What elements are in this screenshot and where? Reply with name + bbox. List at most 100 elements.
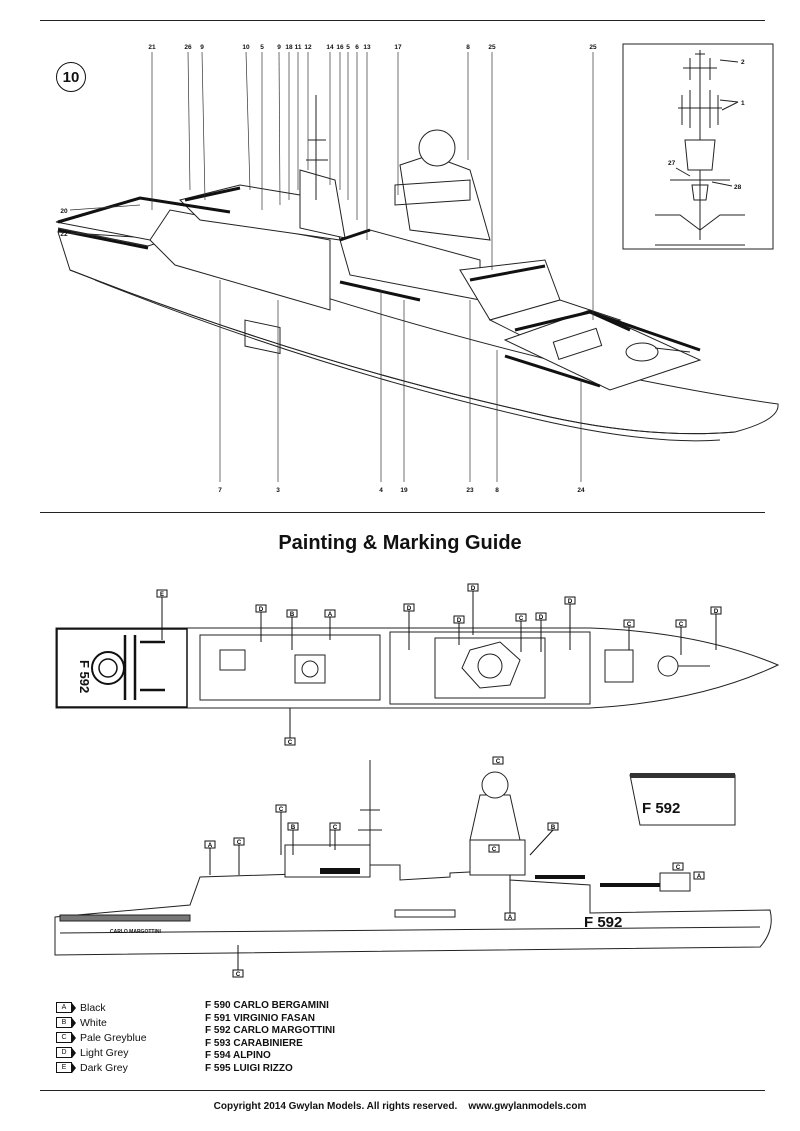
guide-title: Painting & Marking Guide — [278, 532, 522, 554]
step-number: 10 — [56, 62, 86, 92]
callout-top-5: 5 — [260, 44, 264, 51]
legend-tag-E: E — [56, 1062, 76, 1073]
legend-label-dark-grey: Dark Grey — [80, 1061, 128, 1074]
mid-rule — [40, 512, 765, 513]
legend-tag-D: D — [56, 1047, 76, 1058]
svg-text:D: D — [471, 586, 476, 592]
callout-top-17: 25 — [488, 44, 496, 51]
callout-top-3: 9 — [200, 44, 204, 51]
svg-text:A: A — [508, 915, 513, 921]
callout-top-16: 8 — [466, 44, 470, 51]
inset-callout-3: 27 — [668, 160, 676, 167]
side-profile-drawing: F 592 CARLO MARGOTTINI A C C B C C C B A… — [54, 756, 772, 978]
svg-text:B: B — [291, 825, 296, 831]
callout-top-14: 13 — [363, 44, 371, 51]
plan-tag-C-3: C — [675, 619, 687, 655]
profile-tag-C-3: C — [329, 822, 341, 850]
legend-row-dark-grey: E Dark Grey — [56, 1060, 147, 1075]
svg-text:C: C — [333, 825, 338, 831]
profile-tag-C-2: C — [275, 804, 287, 855]
profile-ship-name: CARLO MARGOTTINI — [110, 929, 161, 935]
profile-tag-C-5: C — [488, 844, 500, 853]
bottom-rule — [40, 1090, 765, 1091]
copyright: Copyright 2014 Gwylan Models. All rights… — [213, 1101, 587, 1112]
callout-top-7: 18 — [285, 44, 293, 51]
svg-text:C: C — [676, 865, 681, 871]
profile-tag-C-7: C — [232, 945, 244, 978]
callout-bottom-1: 7 — [218, 487, 222, 494]
svg-text:D: D — [457, 618, 462, 624]
callout-top-4: 10 — [242, 44, 250, 51]
profile-tag-C-6: C — [672, 862, 684, 871]
profile-hull-number: F 592 — [584, 914, 622, 931]
isometric-ship-drawing: 21 26 9 10 5 9 18 11 12 14 16 5 6 13 17 … — [55, 43, 779, 494]
callout-top-12: 5 — [346, 44, 350, 51]
callout-top-15: 17 — [394, 44, 402, 51]
ship-item: F 594 ALPINO — [205, 1050, 271, 1061]
callout-top-18: 25 — [589, 44, 597, 51]
svg-text:B: B — [290, 612, 295, 618]
legend-label-pale-greyblue: Pale Greyblue — [80, 1031, 147, 1044]
legend-row-white: B White — [56, 1015, 147, 1030]
plan-view-drawing: F 592 E D B A D D D C D D C C D C — [55, 583, 780, 746]
svg-text:C: C — [492, 847, 497, 853]
plan-tag-D-7: D — [710, 606, 722, 650]
svg-text:C: C — [627, 622, 632, 628]
svg-text:A: A — [208, 843, 213, 849]
profile-tag-A-2: A — [504, 875, 516, 921]
profile-tag-A-3: A — [693, 871, 705, 880]
callout-top-10: 14 — [326, 44, 334, 51]
callout-bottom-6: 8 — [495, 487, 499, 494]
plan-hull-number: F 592 — [77, 660, 92, 693]
ship-item: F 590 CARLO BERGAMINI — [205, 1000, 329, 1011]
callout-bottom-7: 24 — [577, 487, 585, 494]
svg-text:C: C — [496, 759, 501, 765]
svg-text:C: C — [236, 972, 241, 978]
profile-tag-C-1: C — [233, 837, 245, 875]
callout-bottom-5: 23 — [466, 487, 474, 494]
detail-hull-number: F 592 — [642, 800, 680, 817]
svg-text:C: C — [679, 622, 684, 628]
inset-callout-2: 1 — [741, 100, 745, 107]
callout-top-8: 11 — [295, 44, 302, 51]
callout-top-6: 9 — [277, 44, 281, 51]
svg-text:C: C — [288, 740, 293, 746]
legend-tag-A: A — [56, 1002, 76, 1013]
callout-top-13: 6 — [355, 44, 359, 51]
ship-list: F 590 CARLO BERGAMINI F 591 VIRGINIO FAS… — [205, 1000, 335, 1075]
legend-tag-B: B — [56, 1017, 76, 1028]
top-rule — [40, 20, 765, 21]
ship-item: F 595 LUIGI RIZZO — [205, 1062, 293, 1074]
svg-text:D: D — [407, 606, 412, 612]
profile-tag-A-1: A — [204, 840, 216, 875]
stern-marking-detail: F 592 — [629, 773, 736, 826]
ship-item: F 592 CARLO MARGOTTINI — [205, 1025, 336, 1036]
ship-item: F 593 CARABINIERE — [205, 1037, 303, 1049]
legend-label-white: White — [80, 1016, 107, 1029]
plan-tag-D-5: D — [535, 612, 547, 652]
plan-tag-A: A — [324, 609, 336, 640]
plan-tag-E: E — [156, 589, 168, 640]
svg-text:C: C — [279, 807, 284, 813]
profile-tag-B-2: B — [529, 822, 559, 856]
callout-top-9: 12 — [304, 44, 312, 51]
plan-tag-B: B — [286, 609, 298, 650]
svg-text:D: D — [259, 607, 264, 613]
plan-tag-D-1: D — [255, 604, 267, 642]
callout-bottom-4: 19 — [400, 487, 408, 494]
plan-tag-C-4: C — [284, 708, 296, 746]
plan-tag-D-3: D — [453, 615, 465, 645]
ship-item: F 591 VIRGINIO FASAN — [205, 1012, 316, 1024]
callout-top-1: 21 — [148, 44, 156, 51]
plan-tag-C-2: C — [623, 619, 635, 650]
plan-tag-D-2: D — [403, 603, 415, 650]
callout-top-11: 16 — [336, 44, 344, 51]
svg-text:B: B — [551, 825, 556, 831]
inset-callout-1: 2 — [741, 59, 745, 66]
svg-text:D: D — [568, 599, 573, 605]
callout-bottom-3: 4 — [379, 487, 383, 494]
